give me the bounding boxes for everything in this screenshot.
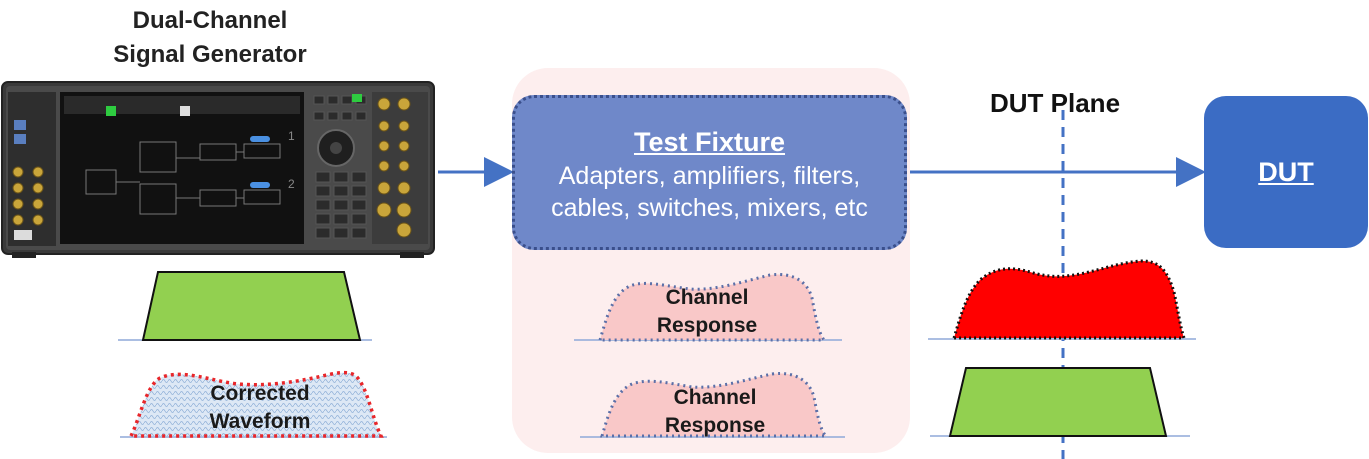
- svg-text:1: 1: [288, 129, 295, 143]
- test-fixture-box: Test Fixture Adapters, amplifiers, filte…: [512, 95, 907, 250]
- test-fixture-description: Adapters, amplifiers, filters, cables, s…: [515, 160, 904, 224]
- dut-label: DUT: [1258, 156, 1314, 187]
- signal-generator-title-line1: Dual-Channel: [132, 7, 288, 34]
- test-fixture-title: Test Fixture: [633, 127, 786, 157]
- corrected-waveform: [128, 370, 384, 438]
- signal-generator-title: Dual-Channel Signal Generator: [80, 4, 340, 72]
- svg-text:2: 2: [288, 177, 295, 191]
- channel-response-2-label: Channel Response: [620, 384, 810, 440]
- test-fixture-description-line1: Adapters, amplifiers, filters,: [558, 162, 861, 190]
- signal-generator-instrument-icon: 1 2: [1, 81, 435, 258]
- channel-response-1-label-line1: Channel: [665, 286, 749, 309]
- corrected-waveform-label-line1: Corrected: [210, 382, 310, 405]
- dut-flat-waveform: [948, 367, 1168, 437]
- test-fixture-description-line2: cables, switches, mixers, etc: [551, 194, 868, 222]
- dut-plane-label: DUT Plane: [990, 88, 1121, 118]
- channel-response-1-label: Channel Response: [612, 284, 802, 340]
- channel-response-2-curve: [599, 372, 830, 438]
- corrected-waveform-label: Corrected Waveform: [165, 380, 355, 436]
- distorted-dut-waveform: [951, 259, 1187, 340]
- source-flat-waveform: [141, 271, 362, 341]
- channel-response-2-label-line1: Channel: [673, 386, 757, 409]
- corrected-waveform-label-line2: Waveform: [209, 410, 311, 433]
- dut-box: DUT: [1204, 96, 1368, 248]
- channel-response-1-label-line2: Response: [656, 314, 758, 337]
- channel-response-1-curve: [597, 273, 827, 342]
- channel-response-2-label-line2: Response: [664, 414, 766, 437]
- signal-generator-title-line2: Signal Generator: [113, 41, 307, 68]
